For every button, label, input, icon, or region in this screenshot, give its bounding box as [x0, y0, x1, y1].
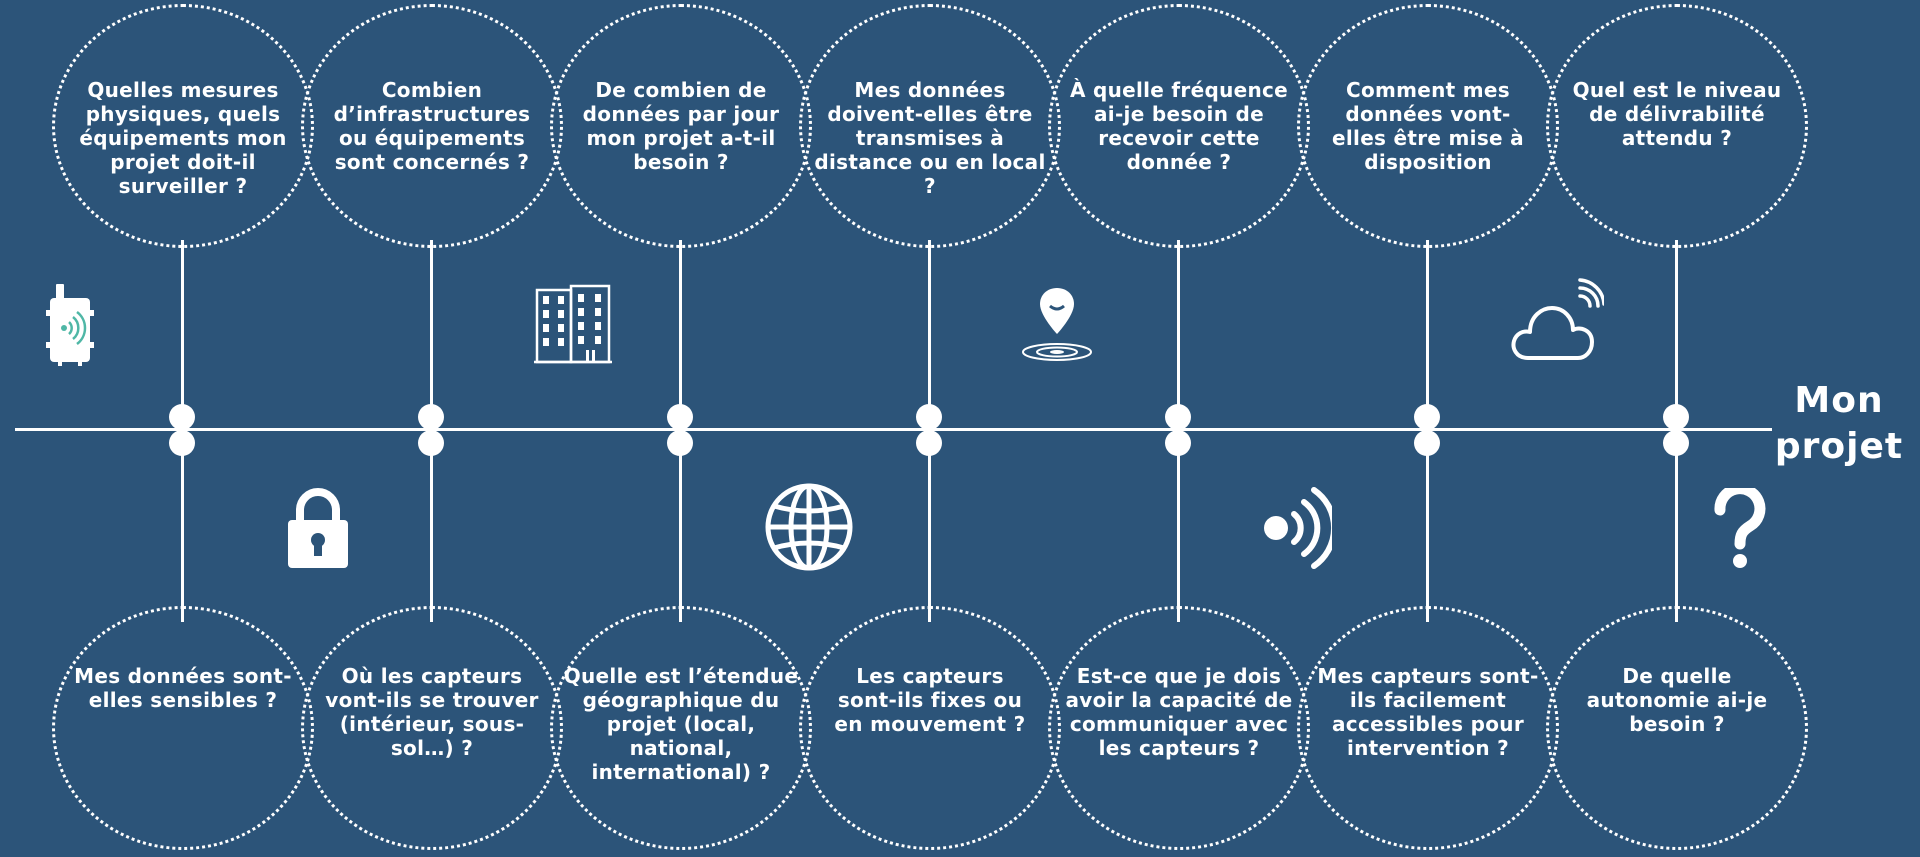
padlock-icon: [288, 488, 348, 568]
bottom-question-text: Mes capteurs sont-ils facilement accessi…: [1317, 664, 1539, 760]
timeline-dot: [1165, 430, 1191, 456]
bottom-question-text: Mes données sont-elles sensibles ?: [74, 664, 292, 712]
cloud-signal-icon: [1511, 278, 1604, 360]
timeline-dot: [169, 430, 195, 456]
top-question-text: Mes données doivent-elles être transmise…: [814, 78, 1046, 198]
timeline-dot: [667, 430, 693, 456]
building-icon: [534, 284, 612, 364]
timeline-dot: [916, 404, 942, 430]
globe-icon: [765, 483, 853, 571]
bottom-question-text: De quelle autonomie ai-je besoin ?: [1586, 664, 1768, 736]
sensor-device-icon: [46, 284, 94, 366]
top-question-text: À quelle fréquence ai-je besoin de recev…: [1069, 78, 1289, 174]
timeline-dot: [1414, 404, 1440, 430]
bottom-question-text: Est-ce que je dois avoir la capacité de …: [1065, 664, 1293, 760]
bottom-question-text: Où les capteurs vont-ils se trouver (int…: [325, 664, 539, 760]
timeline-dot: [1663, 430, 1689, 456]
timeline-dot: [169, 404, 195, 430]
timeline-dot: [1414, 430, 1440, 456]
timeline-dot: [418, 404, 444, 430]
timeline-dot: [667, 404, 693, 430]
timeline-dot: [418, 430, 444, 456]
top-question-text: De combien de données par jour mon proje…: [582, 78, 780, 174]
bottom-question-bubble: [52, 606, 314, 850]
wireless-signal-icon: [1264, 487, 1332, 569]
bottom-question-text: Les capteurs sont-ils fixes ou en mouvem…: [834, 664, 1026, 736]
top-question-text: Comment mes données vont-elles être mise…: [1332, 78, 1524, 174]
question-mark-icon: [1714, 488, 1766, 568]
project-label: Mon projet: [1774, 380, 1904, 467]
top-question-text: Combien d’infrastructures ou équipements…: [333, 78, 531, 174]
timeline-dot: [916, 430, 942, 456]
timeline-dot: [1663, 404, 1689, 430]
timeline-dot: [1165, 404, 1191, 430]
location-pin-icon: [1022, 288, 1092, 361]
top-question-text: Quel est le niveau de délivrabilité atte…: [1572, 78, 1782, 150]
bottom-question-text: Quelle est l’étendue géographique du pro…: [563, 664, 799, 784]
timeline-axis: [15, 428, 1772, 431]
top-question-text: Quelles mesures physiques, quels équipem…: [79, 78, 287, 198]
